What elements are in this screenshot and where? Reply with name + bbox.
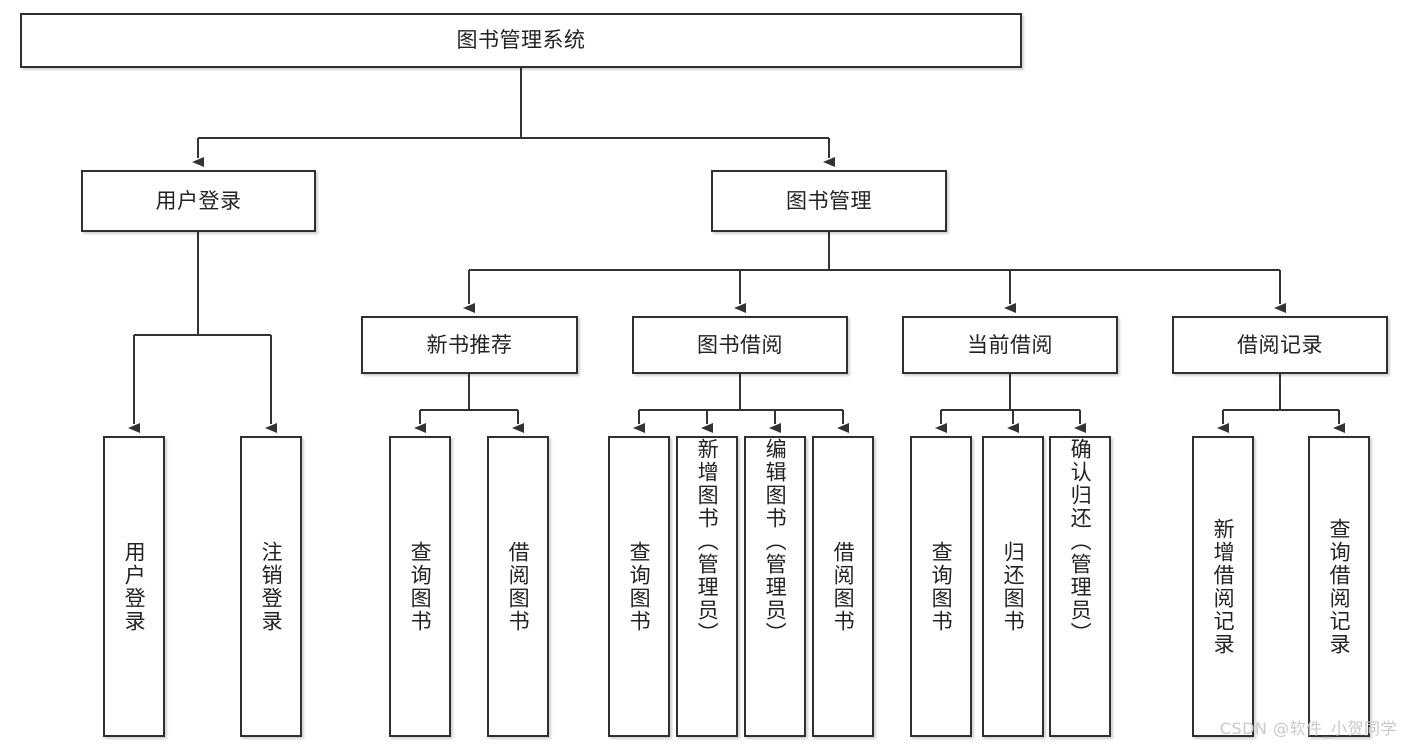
node-leaf-edit-book-admin[interactable]: 编辑图书（管理员）: [744, 436, 806, 737]
node-new-book-recommend-label: 新书推荐: [426, 332, 513, 357]
node-root[interactable]: 图书管理系统: [20, 13, 1022, 68]
node-leaf-user-login-label: 用户登录: [122, 540, 147, 633]
node-book-management[interactable]: 图书管理: [711, 170, 947, 232]
node-leaf-add-book-admin[interactable]: 新增图书（管理员）: [676, 436, 738, 737]
node-leaf-borrow-book[interactable]: 借阅图书: [812, 436, 874, 737]
node-leaf-user-login[interactable]: 用户登录: [103, 436, 165, 737]
node-new-book-recommend[interactable]: 新书推荐: [361, 316, 578, 374]
node-leaf-confirm-return-admin[interactable]: 确认归还（管理员）: [1049, 436, 1111, 737]
node-leaf-add-borrow-record[interactable]: 新增借阅记录: [1192, 436, 1254, 737]
node-book-borrow[interactable]: 图书借阅: [632, 316, 848, 374]
node-leaf-logout-label: 注销登录: [259, 540, 284, 633]
node-leaf-add-book-admin-label: 新增图书（管理员）: [695, 438, 720, 645]
node-root-label: 图书管理系统: [456, 28, 586, 53]
node-leaf-return-book-label: 归还图书: [1001, 540, 1026, 633]
node-leaf-confirm-return-admin-label: 确认归还（管理员）: [1068, 438, 1093, 645]
node-leaf-edit-book-admin-label: 编辑图书（管理员）: [763, 438, 788, 645]
node-leaf-add-borrow-record-label: 新增借阅记录: [1211, 517, 1236, 656]
node-leaf-logout[interactable]: 注销登录: [240, 436, 302, 737]
node-leaf-borrow-book-new[interactable]: 借阅图书: [487, 436, 549, 737]
csdn-watermark: CSDN @软件_小贺同学: [1219, 719, 1397, 738]
node-leaf-return-book[interactable]: 归还图书: [982, 436, 1044, 737]
node-leaf-query-book-new[interactable]: 查询图书: [389, 436, 451, 737]
node-leaf-query-book-current-label: 查询图书: [929, 540, 954, 633]
node-current-borrow-label: 当前借阅: [967, 332, 1053, 357]
node-user-login[interactable]: 用户登录: [81, 170, 316, 232]
node-leaf-borrow-book-label: 借阅图书: [831, 540, 856, 633]
node-leaf-query-book-current[interactable]: 查询图书: [910, 436, 972, 737]
node-leaf-query-borrow-record-label: 查询借阅记录: [1327, 517, 1352, 656]
node-borrow-records[interactable]: 借阅记录: [1172, 316, 1388, 374]
node-leaf-query-book-borrow[interactable]: 查询图书: [608, 436, 670, 737]
node-current-borrow[interactable]: 当前借阅: [902, 316, 1118, 374]
node-borrow-records-label: 借阅记录: [1237, 332, 1323, 357]
node-leaf-query-borrow-record[interactable]: 查询借阅记录: [1308, 436, 1370, 737]
node-leaf-query-book-borrow-label: 查询图书: [627, 540, 652, 633]
node-book-borrow-label: 图书借阅: [697, 332, 783, 357]
node-user-login-label: 用户登录: [155, 188, 242, 213]
node-leaf-query-book-new-label: 查询图书: [408, 540, 433, 633]
node-leaf-borrow-book-new-label: 借阅图书: [506, 540, 531, 633]
node-book-management-label: 图书管理: [786, 188, 872, 213]
